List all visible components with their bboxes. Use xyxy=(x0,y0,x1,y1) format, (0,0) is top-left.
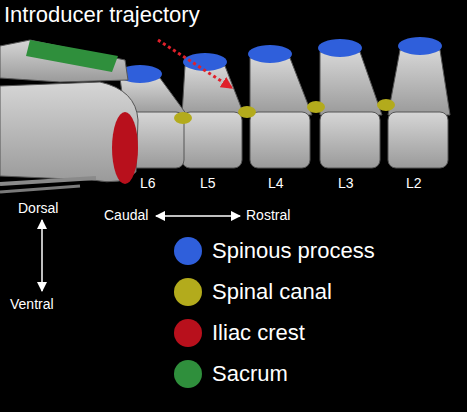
legend-swatch xyxy=(174,278,202,306)
legend-text: Spinous process xyxy=(212,238,375,263)
vertebral-arch xyxy=(320,52,382,115)
vertebral-arch xyxy=(388,50,450,115)
legend-text: Spinal canal xyxy=(212,279,332,304)
vertebra-label: L4 xyxy=(268,175,284,191)
rib-process xyxy=(0,178,96,184)
spinal-canal-marks xyxy=(174,99,395,124)
spinal-canal xyxy=(377,99,395,111)
vertebral-body xyxy=(388,112,448,168)
vertebra-label: L6 xyxy=(140,175,156,191)
direction-label: Rostral xyxy=(246,207,290,223)
direction-label: Ventral xyxy=(10,296,54,312)
iliac-crest xyxy=(112,112,138,184)
vertebral-body xyxy=(320,112,380,168)
legend-text: Sacrum xyxy=(212,361,288,386)
sacrum-bone xyxy=(0,40,128,82)
sacrum xyxy=(26,40,118,72)
legend-swatch xyxy=(174,319,202,347)
legend-swatch xyxy=(174,360,202,388)
rib-process xyxy=(0,186,80,192)
vertebra-label: L5 xyxy=(200,175,216,191)
vertebra-label: L3 xyxy=(338,175,354,191)
orientation-arrow xyxy=(156,215,240,217)
vertebra-label: L2 xyxy=(406,175,422,191)
trajectory-arrow xyxy=(158,40,232,88)
direction-label: Caudal xyxy=(104,207,148,223)
annotation-title: Introducer trajectory xyxy=(4,2,200,27)
legend-swatch xyxy=(174,237,202,265)
legend-text: Iliac crest xyxy=(212,320,305,345)
spinal-canal xyxy=(307,101,325,113)
spinous-process xyxy=(318,39,362,57)
direction-label: Dorsal xyxy=(18,200,58,216)
orientation-arrow xyxy=(41,220,43,291)
vertebral-arch xyxy=(182,66,244,115)
vertebra xyxy=(120,50,450,168)
spinous-process xyxy=(248,45,292,63)
spinal-canal xyxy=(174,112,192,124)
spinous-process xyxy=(398,37,442,55)
spinal-canal xyxy=(238,106,256,118)
vertebral-body xyxy=(250,112,310,168)
vertebral-arch xyxy=(250,58,312,115)
spinous-process-caps xyxy=(118,37,442,83)
